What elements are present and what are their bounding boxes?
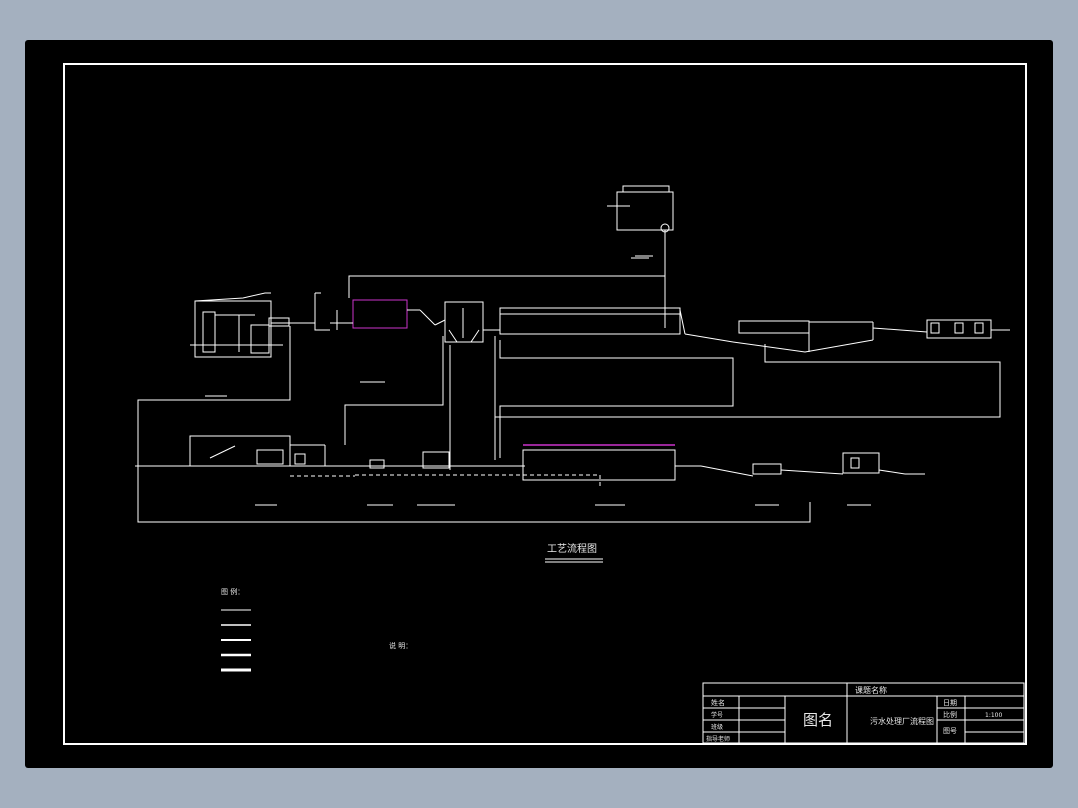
- drawing-name-label: 图名: [803, 711, 833, 729]
- sludge-building-unit: [135, 435, 355, 467]
- legend-lines: [221, 609, 251, 672]
- unit-label-underlines: [205, 255, 871, 506]
- name-label: 姓名: [711, 698, 725, 707]
- sheet-label: 图号: [943, 727, 957, 735]
- legend-title: 图 例：: [221, 587, 244, 596]
- scale-value: 1:100: [985, 712, 1002, 719]
- drawing-name: 污水处理厂流程图: [870, 716, 934, 726]
- scale-label: 比例: [943, 710, 957, 719]
- notes-title: 说 明：: [389, 641, 412, 650]
- date-label: 日期: [943, 699, 957, 707]
- settling-tank-unit: [732, 320, 874, 353]
- sludge-return-lines: [290, 474, 601, 488]
- clarifier-unit: [444, 301, 500, 343]
- sludge-tank-unit: [515, 444, 754, 481]
- drawing-sheet: 工艺流程图 图 例： 说 明： 课题名称 图名 污水处理厂流程图 日期 比例 1…: [25, 40, 1053, 768]
- screen-house-unit: [190, 292, 290, 358]
- subject-label: 课题名称: [855, 685, 887, 695]
- inner-border: [63, 63, 1027, 745]
- process-flow-drawing: 工艺流程图 图 例： 说 明： 课题名称 图名 污水处理厂流程图 日期 比例 1…: [63, 63, 1027, 745]
- advisor-label: 指导老师: [706, 735, 730, 743]
- class-label: 班级: [711, 723, 723, 731]
- dewatering-house-unit: [842, 452, 925, 475]
- title-block: [702, 682, 1025, 744]
- student-no-label: 学号: [711, 711, 723, 719]
- oxidation-tank-unit: [499, 307, 734, 343]
- outfall-unit: [872, 319, 1010, 339]
- diagram-title: 工艺流程图: [547, 542, 597, 555]
- pump-house-unit: [607, 185, 674, 276]
- primary-tank-unit: [330, 275, 666, 330]
